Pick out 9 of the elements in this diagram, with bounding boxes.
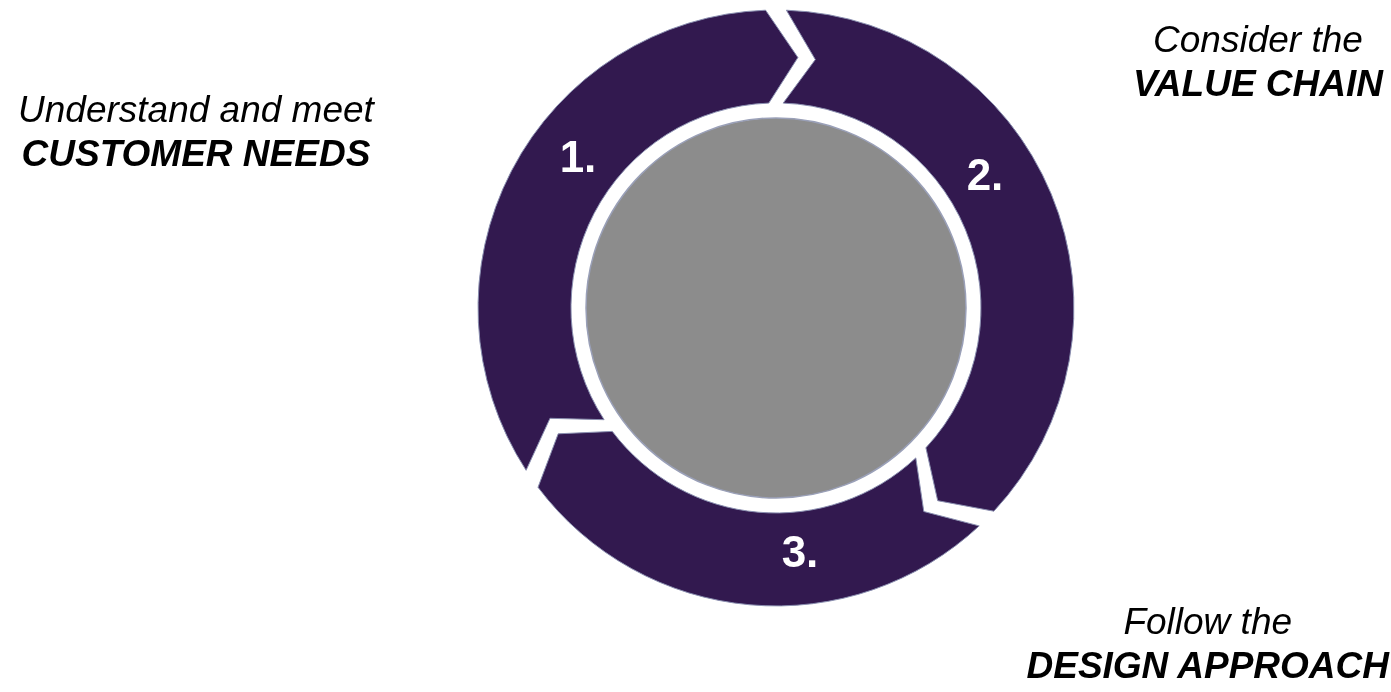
caption-text: Follow the DESIGN APPROACH — [1026, 600, 1389, 688]
step-number: 2. — [966, 150, 1004, 199]
arrow-segment — [537, 430, 980, 607]
arrow-segment — [477, 9, 799, 471]
step-number: 1. — [559, 132, 597, 181]
arrow-segment — [782, 9, 1075, 512]
caption-text: Consider the VALUE CHAIN — [1132, 18, 1383, 106]
step-number: 3. — [781, 527, 819, 576]
caption-text: Understand and meet CUSTOMER NEEDS — [18, 88, 374, 176]
